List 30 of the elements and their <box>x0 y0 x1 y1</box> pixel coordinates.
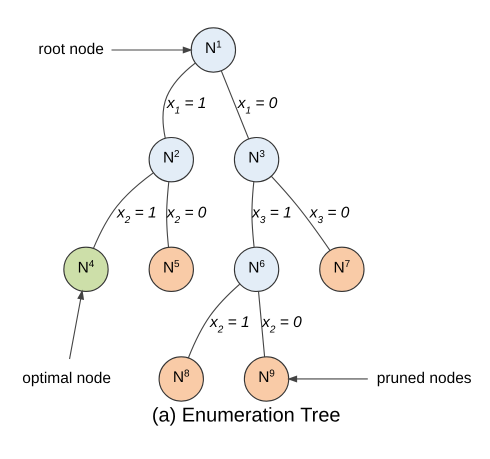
edge-label: x$_{2}$ = 0 <box>262 314 302 336</box>
arrow <box>68 289 84 359</box>
node-circle: N$^{8}$ <box>158 356 204 402</box>
node-text: optimal node <box>22 370 111 387</box>
connector <box>166 181 169 247</box>
connector <box>250 181 254 247</box>
node-circle: N$^{3}$ <box>233 136 279 182</box>
node-circle: N$^{1}$ <box>190 26 236 72</box>
connector <box>92 172 153 248</box>
edge-label: x$_{2}$ = 1 <box>210 314 250 336</box>
node-text: pruned nodes <box>376 370 472 387</box>
connector <box>258 291 265 356</box>
connector <box>187 283 240 358</box>
connector <box>270 175 330 250</box>
caption: (a) Enumeration Tree <box>151 404 340 426</box>
node-circle: N$^{6}$ <box>233 246 279 292</box>
node-circle: N$^{7}$ <box>318 246 364 292</box>
connector <box>162 62 196 138</box>
connector <box>220 70 249 138</box>
node-text: root node <box>38 40 104 58</box>
edge-label: x$_{2}$ = 1 <box>116 204 156 226</box>
node-circle: N$^{5}$ <box>148 246 194 292</box>
arrow <box>111 46 192 53</box>
arrow <box>286 375 368 382</box>
edge-label: x$_{1}$ = 1 <box>166 94 206 116</box>
edge-label: x$_{3}$ = 0 <box>309 204 349 226</box>
node-circle: N$^{4}$ <box>62 246 108 292</box>
node-circle: N$^{2}$ <box>148 136 194 182</box>
edge-label: x$_{1}$ = 0 <box>237 94 277 116</box>
node-circle: N$^{9}$ <box>243 356 289 402</box>
